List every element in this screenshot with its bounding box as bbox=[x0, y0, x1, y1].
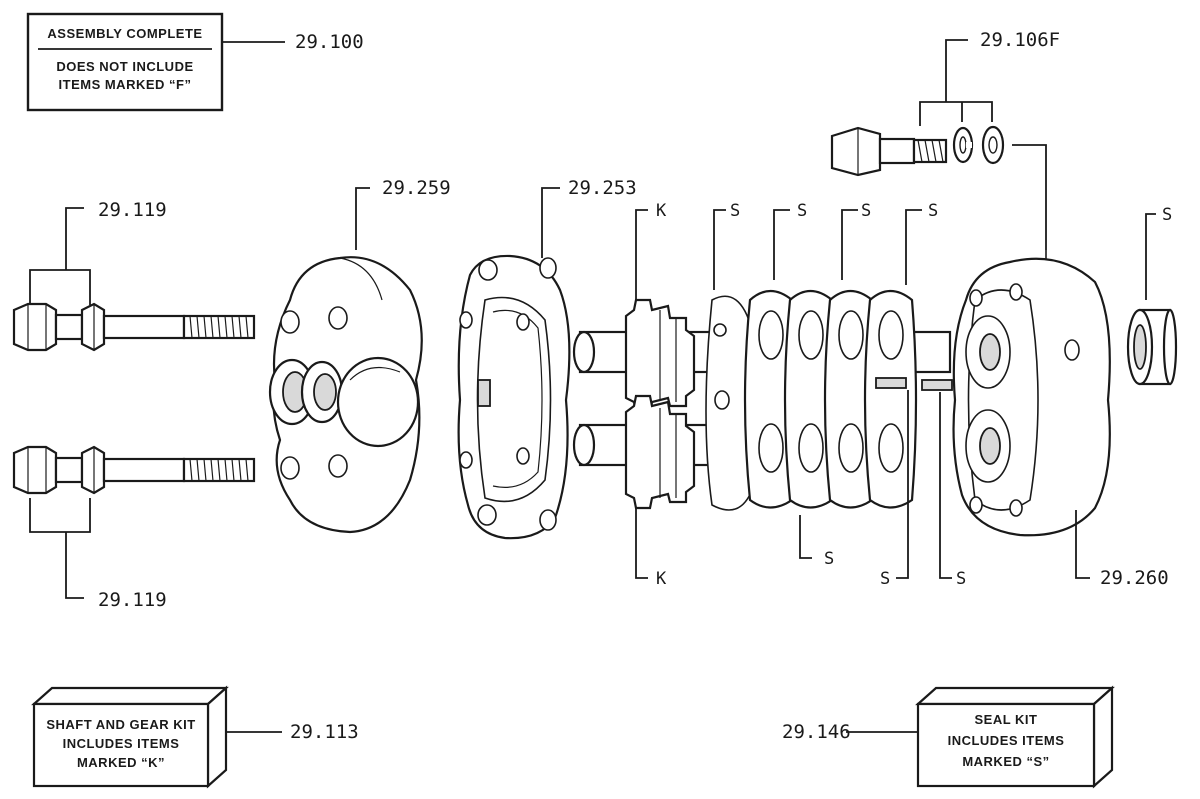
s2-label: S bbox=[797, 201, 807, 221]
bolt-bottom-part-number: 29.119 bbox=[98, 589, 167, 611]
fastener-set: 29.106F bbox=[830, 29, 1068, 353]
gear-kit-line1: SHAFT AND GEAR KIT bbox=[46, 717, 195, 732]
rear-housing-part-number: 29.260 bbox=[1100, 567, 1169, 589]
bolt-top-part-number: 29.119 bbox=[98, 199, 167, 221]
gear-housing: 29.253 bbox=[457, 177, 637, 540]
seal-kit-line3: MARKED “S” bbox=[962, 754, 1049, 769]
assembly-box-line3: ITEMS MARKED “F” bbox=[59, 77, 192, 92]
long-bolts: 29.119 bbox=[12, 199, 256, 611]
seal-plates: S S S S S S S bbox=[705, 201, 966, 589]
seal-kit-part-number: 29.146 bbox=[782, 721, 851, 743]
s3-label: S bbox=[861, 201, 871, 221]
seal-kit-line2: INCLUDES ITEMS bbox=[948, 733, 1065, 748]
k-top-label: K bbox=[656, 201, 667, 221]
front-cover-part-number: 29.259 bbox=[382, 177, 451, 199]
assembly-part-number: 29.100 bbox=[295, 31, 364, 53]
s-low-left-label: S bbox=[880, 569, 890, 589]
front-cover: 29.259 bbox=[268, 177, 451, 534]
assembly-box-line1: ASSEMBLY COMPLETE bbox=[47, 26, 202, 41]
fastener-thread bbox=[912, 138, 948, 164]
gear-kit-line2: INCLUDES ITEMS bbox=[63, 736, 180, 751]
s1-label: S bbox=[730, 201, 740, 221]
seal-kit-box: SEAL KIT INCLUDES ITEMS MARKED “S” 29.14… bbox=[782, 685, 1115, 789]
k-bottom-label: K bbox=[656, 569, 667, 589]
shaft-seal: S bbox=[1126, 205, 1178, 386]
s-low-right-label: S bbox=[956, 569, 966, 589]
gear-housing-part-number: 29.253 bbox=[568, 177, 637, 199]
assembly-box-line2: DOES NOT INCLUDE bbox=[56, 59, 193, 74]
fastener-set-part-number: 29.106F bbox=[980, 29, 1060, 51]
seal-kit-line1: SEAL KIT bbox=[975, 712, 1038, 727]
gear-kit-box: SHAFT AND GEAR KIT INCLUDES ITEMS MARKED… bbox=[31, 685, 359, 789]
s4-label: S bbox=[928, 201, 938, 221]
assembly-complete-box: ASSEMBLY COMPLETE DOES NOT INCLUDE ITEMS… bbox=[26, 12, 364, 112]
gear-kit-part-number: 29.113 bbox=[290, 721, 359, 743]
s-below-label: S bbox=[824, 549, 834, 569]
rear-housing: 29.260 bbox=[952, 257, 1169, 589]
s5-label: S bbox=[1162, 205, 1172, 225]
gear-kit-line3: MARKED “K” bbox=[77, 755, 165, 770]
